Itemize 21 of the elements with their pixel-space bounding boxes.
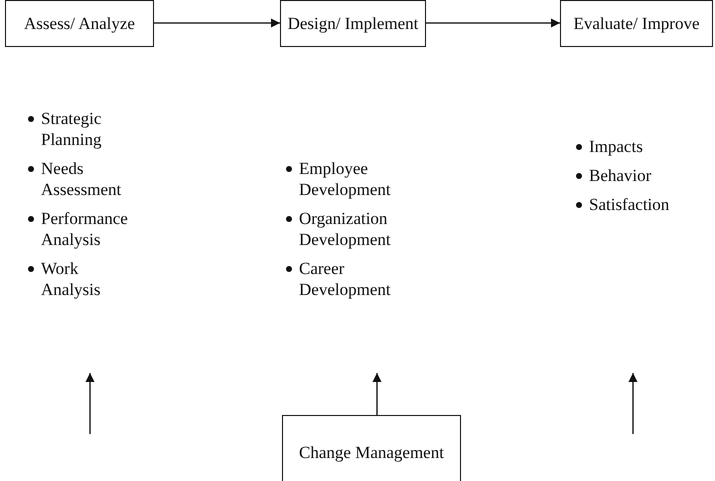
arrow bbox=[372, 373, 382, 415]
box-label: Evaluate/ Improve bbox=[572, 13, 701, 34]
box-label: Change Management bbox=[298, 442, 445, 463]
list-item: Needs Assessment bbox=[41, 159, 122, 199]
list-item: Employee Development bbox=[299, 159, 391, 199]
list-item: Strategic Planning bbox=[41, 109, 102, 149]
box-label: Assess/ Analyze bbox=[23, 13, 136, 34]
process-box bbox=[282, 415, 461, 481]
box-label: Design/ Implement bbox=[286, 13, 420, 34]
list-item: Impacts bbox=[589, 137, 643, 156]
arrow bbox=[154, 18, 280, 28]
process-box bbox=[560, 0, 713, 47]
arrow bbox=[426, 18, 560, 28]
list-item: Work Analysis bbox=[41, 259, 100, 299]
list-item: Behavior bbox=[589, 166, 652, 185]
process-box bbox=[5, 0, 154, 47]
list-item: Career Development bbox=[299, 259, 391, 299]
list-item: Organization Development bbox=[299, 209, 391, 249]
list-item: Satisfaction bbox=[589, 195, 670, 214]
process-box bbox=[280, 0, 426, 47]
list-item: Performance Analysis bbox=[41, 209, 128, 249]
